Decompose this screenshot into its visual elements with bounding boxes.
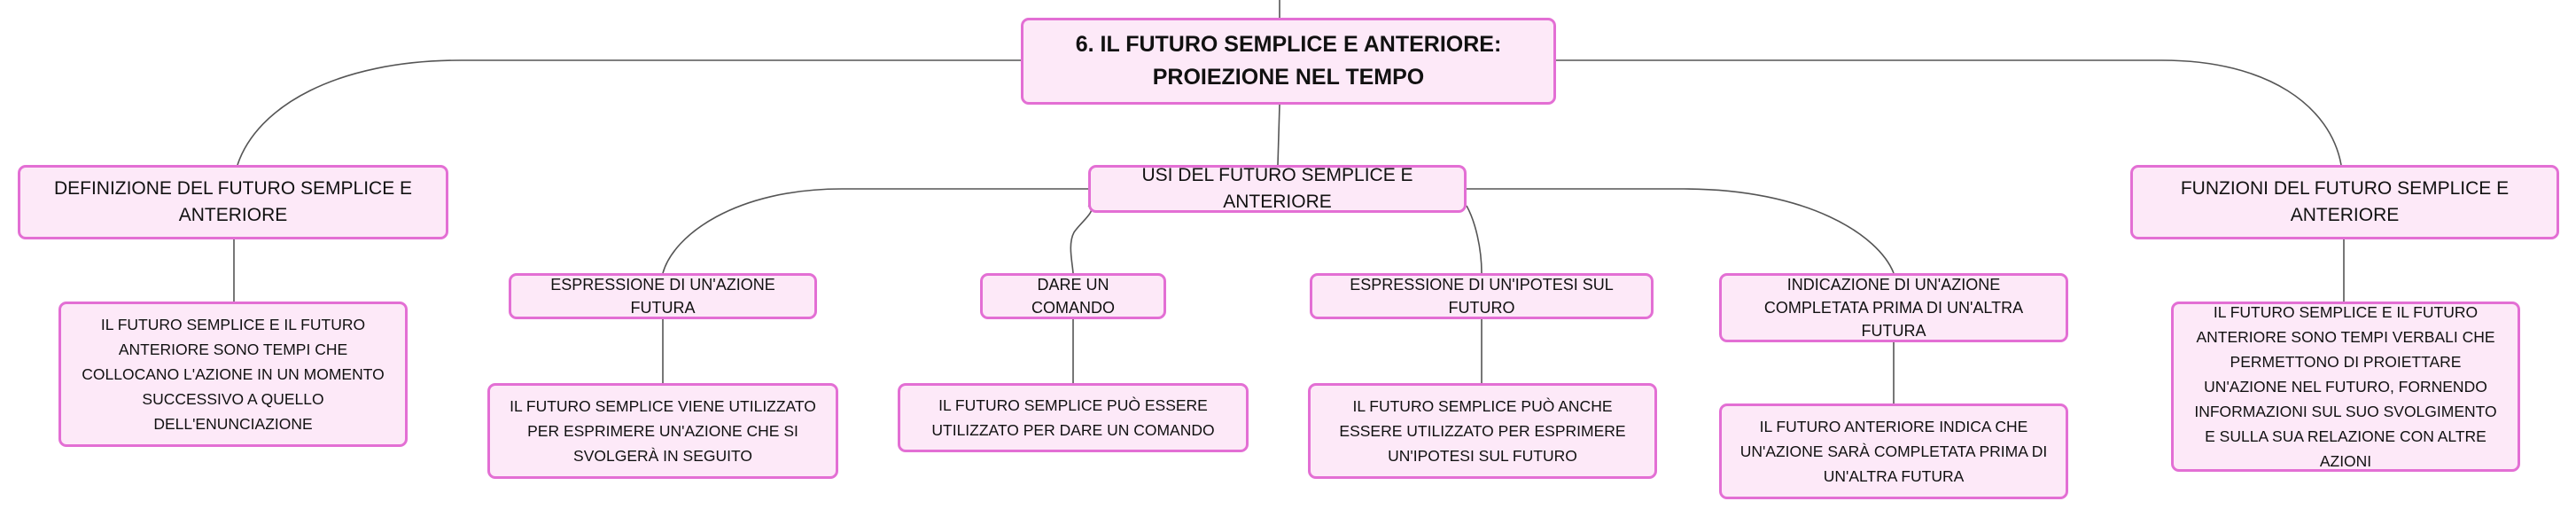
usi-item-ipotesi-detail[interactable]: IL FUTURO SEMPLICE PUÒ ANCHE ESSERE UTIL… bbox=[1308, 383, 1657, 479]
usi-item-ipotesi[interactable]: ESPRESSIONE DI UN'IPOTESI SUL FUTURO bbox=[1310, 273, 1654, 319]
usi-item-ipotesi-detail-text: IL FUTURO SEMPLICE PUÒ ANCHE ESSERE UTIL… bbox=[1339, 397, 1626, 465]
root-node[interactable]: 6. IL FUTURO SEMPLICE E ANTERIORE: PROIE… bbox=[1021, 18, 1556, 105]
connector-usi-to-azione-futura bbox=[662, 188, 1088, 274]
definizione-detail-text: IL FUTURO SEMPLICE E IL FUTURO ANTERIORE… bbox=[82, 316, 385, 433]
funzioni-detail[interactable]: IL FUTURO SEMPLICE E IL FUTURO ANTERIORE… bbox=[2171, 302, 2520, 472]
connector-root-to-funzioni bbox=[1556, 59, 2342, 166]
usi-item-comando-detail-text: IL FUTURO SEMPLICE PUÒ ESSERE UTILIZZATO… bbox=[931, 396, 1215, 439]
usi-item-azione-futura[interactable]: ESPRESSIONE DI UN'AZIONE FUTURA bbox=[509, 273, 817, 319]
usi-item-azione-futura-detail-text: IL FUTURO SEMPLICE VIENE UTILIZZATO PER … bbox=[510, 397, 816, 465]
usi-item-azione-completata-detail-text: IL FUTURO ANTERIORE INDICA CHE UN'AZIONE… bbox=[1739, 418, 2048, 485]
usi-item-azione-futura-title: ESPRESSIONE DI UN'AZIONE FUTURA bbox=[550, 275, 775, 317]
usi-item-azione-completata-title: INDICAZIONE DI UN'AZIONE COMPLETATA PRIM… bbox=[1763, 275, 2024, 341]
connector-root-to-usi bbox=[1277, 104, 1280, 166]
root-title: 6. IL FUTURO SEMPLICE E ANTERIORE: PROIE… bbox=[1075, 31, 1502, 90]
branch-funzioni-title: FUNZIONI DEL FUTURO SEMPLICE E ANTERIORE bbox=[2180, 177, 2510, 225]
definizione-detail[interactable]: IL FUTURO SEMPLICE E IL FUTURO ANTERIORE… bbox=[58, 302, 408, 447]
branch-definizione[interactable]: DEFINIZIONE DEL FUTURO SEMPLICE E ANTERI… bbox=[18, 165, 448, 239]
branch-usi-title: USI DEL FUTURO SEMPLICE E ANTERIORE bbox=[1141, 164, 1413, 212]
usi-item-azione-completata[interactable]: INDICAZIONE DI UN'AZIONE COMPLETATA PRIM… bbox=[1719, 273, 2068, 342]
usi-item-ipotesi-title: ESPRESSIONE DI UN'IPOTESI SUL FUTURO bbox=[1350, 275, 1614, 317]
funzioni-detail-text: IL FUTURO SEMPLICE E IL FUTURO ANTERIORE… bbox=[2194, 303, 2497, 470]
usi-item-azione-futura-detail[interactable]: IL FUTURO SEMPLICE VIENE UTILIZZATO PER … bbox=[487, 383, 838, 479]
connector-usi-to-comando bbox=[1070, 205, 1093, 274]
branch-definizione-title: DEFINIZIONE DEL FUTURO SEMPLICE E ANTERI… bbox=[53, 177, 413, 225]
branch-funzioni[interactable]: FUNZIONI DEL FUTURO SEMPLICE E ANTERIORE bbox=[2130, 165, 2559, 239]
usi-item-azione-completata-detail[interactable]: IL FUTURO ANTERIORE INDICA CHE UN'AZIONE… bbox=[1719, 403, 2068, 499]
usi-item-comando[interactable]: DARE UN COMANDO bbox=[980, 273, 1166, 319]
connector-usi-to-ipotesi bbox=[1466, 205, 1483, 274]
connector-usi-to-azione-completata bbox=[1467, 188, 1895, 274]
usi-item-comando-detail[interactable]: IL FUTURO SEMPLICE PUÒ ESSERE UTILIZZATO… bbox=[898, 383, 1249, 452]
connector-root-to-definizione bbox=[237, 59, 1021, 166]
branch-usi[interactable]: USI DEL FUTURO SEMPLICE E ANTERIORE bbox=[1088, 165, 1467, 213]
usi-item-comando-title: DARE UN COMANDO bbox=[1031, 275, 1115, 317]
